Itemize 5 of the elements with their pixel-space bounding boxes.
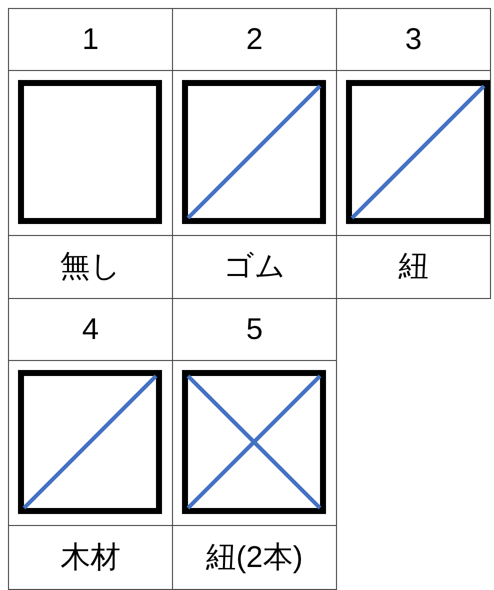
label-cell: 紐(2本): [172, 525, 337, 590]
label-cell: 木材: [8, 525, 173, 590]
number-cell: 1: [8, 8, 173, 71]
number-cell: 3: [336, 8, 491, 71]
label-cell: 紐: [336, 235, 491, 299]
